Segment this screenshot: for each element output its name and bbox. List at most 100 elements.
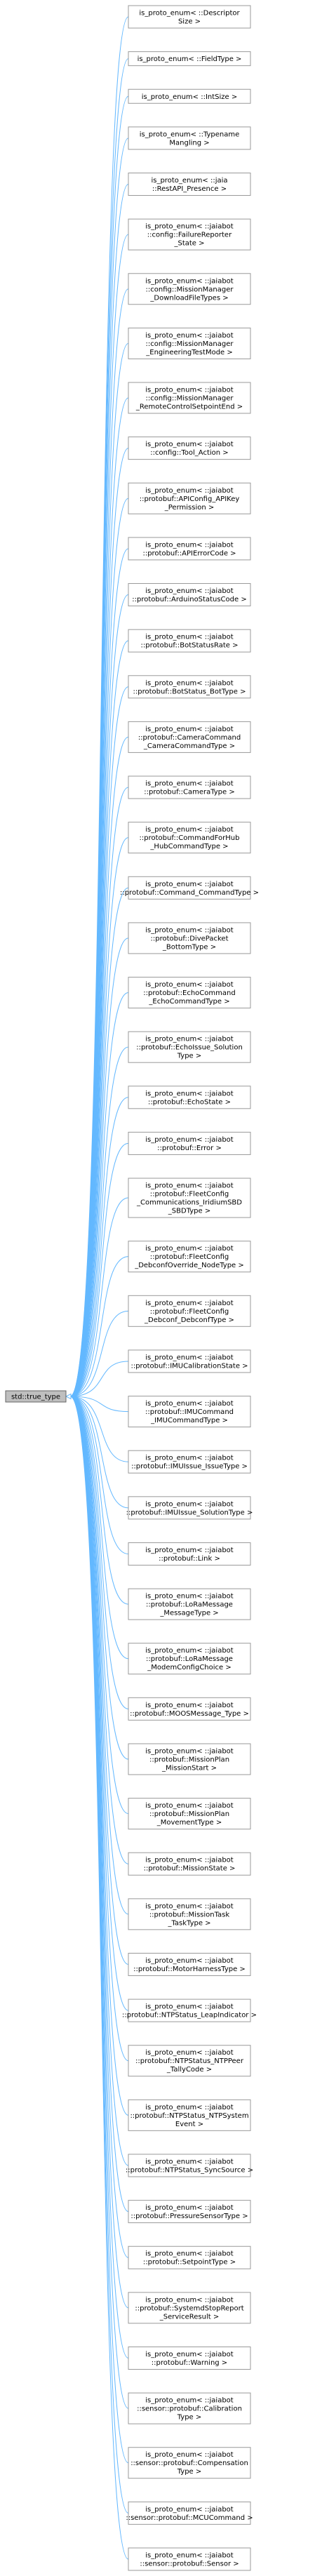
derived-class-node[interactable]: is_proto_enum< ::jaiabot::protobuf::Miss… xyxy=(128,1852,251,1876)
derived-class-node[interactable]: is_proto_enum< ::IntSize > xyxy=(128,88,251,104)
derived-class-node[interactable]: is_proto_enum< ::jaiabot::protobuf::Miss… xyxy=(128,1798,251,1830)
derived-class-node[interactable]: is_proto_enum< ::jaiabot::sensor::protob… xyxy=(126,2501,253,2525)
derived-class-node[interactable]: is_proto_enum< ::jaiabot::config::Tool_A… xyxy=(128,436,251,460)
derived-class-node[interactable]: is_proto_enum< ::jaiabot::config::Missio… xyxy=(128,273,251,305)
derived-class-node[interactable]: is_proto_enum< ::jaiabot::protobuf::BotS… xyxy=(128,629,251,653)
derived-class-node[interactable]: is_proto_enum< ::jaiabot::protobuf::IMUC… xyxy=(128,1396,251,1428)
derived-class-node[interactable]: is_proto_enum< ::jaiabot::protobuf::Flee… xyxy=(128,1241,251,1273)
derived-class-node[interactable]: is_proto_enum< ::jaiabot::protobuf::Echo… xyxy=(128,977,251,1009)
derived-class-box[interactable] xyxy=(128,1349,251,1373)
base-class-node[interactable]: std::true_type xyxy=(5,1390,67,1403)
derived-class-box[interactable] xyxy=(128,1588,251,1620)
derived-class-box[interactable] xyxy=(128,1697,251,1721)
derived-class-box[interactable] xyxy=(128,2045,251,2077)
derived-class-node[interactable]: is_proto_enum< ::jaiabot::protobuf::BotS… xyxy=(128,675,251,699)
derived-class-box[interactable] xyxy=(128,721,251,753)
derived-class-node[interactable]: is_proto_enum< ::jaiabot::protobuf::Echo… xyxy=(128,1086,251,1109)
derived-class-node[interactable]: is_proto_enum< ::jaiabot::protobuf::Moto… xyxy=(128,1952,251,1976)
derived-class-box[interactable] xyxy=(128,88,251,104)
derived-class-box[interactable] xyxy=(128,173,251,196)
derived-class-box[interactable] xyxy=(128,482,251,514)
derived-class-box[interactable] xyxy=(128,1031,251,1063)
derived-class-box[interactable] xyxy=(128,1898,251,1930)
derived-class-box[interactable] xyxy=(128,2392,251,2424)
derived-class-node[interactable]: is_proto_enum< ::jaiabot::protobuf::LoRa… xyxy=(128,1588,251,1620)
derived-class-node[interactable]: is_proto_enum< ::jaiabot::config::Missio… xyxy=(128,382,251,414)
derived-class-box[interactable] xyxy=(128,1086,251,1109)
derived-class-node[interactable]: is_proto_enum< ::jaiabot::protobuf::APIE… xyxy=(128,537,251,561)
derived-class-box[interactable] xyxy=(128,2501,251,2525)
derived-class-box[interactable] xyxy=(128,1131,251,1155)
derived-class-node[interactable]: is_proto_enum< ::jaiabot::protobuf::LoRa… xyxy=(128,1643,251,1675)
derived-class-box[interactable] xyxy=(128,629,251,653)
derived-class-box[interactable] xyxy=(128,2200,251,2224)
derived-class-node[interactable]: is_proto_enum< ::jaiabot::protobuf::Echo… xyxy=(128,1031,251,1063)
derived-class-box[interactable] xyxy=(128,977,251,1009)
derived-class-node[interactable]: is_proto_enum< ::jaiabot::protobuf::Setp… xyxy=(128,2245,251,2269)
derived-class-box[interactable] xyxy=(128,1743,251,1775)
derived-class-node[interactable]: is_proto_enum< ::jaiabot::protobuf::NTPS… xyxy=(122,1998,257,2022)
derived-class-box[interactable] xyxy=(128,1295,251,1327)
derived-class-node[interactable]: is_proto_enum< ::jaiabot::protobuf::APIC… xyxy=(128,482,251,514)
derived-class-node[interactable]: is_proto_enum< ::jaiabot::protobuf::Came… xyxy=(128,721,251,753)
derived-class-box[interactable] xyxy=(128,2346,251,2370)
derived-class-node[interactable]: is_proto_enum< ::jaiabot::protobuf::Miss… xyxy=(128,1743,251,1775)
derived-class-box[interactable] xyxy=(128,1241,251,1273)
derived-class-box[interactable] xyxy=(128,1952,251,1976)
derived-class-box[interactable] xyxy=(128,5,251,29)
derived-class-node[interactable]: is_proto_enum< ::jaiabot::protobuf::IMUI… xyxy=(126,1496,253,1520)
derived-class-box[interactable] xyxy=(128,1396,251,1428)
derived-class-box[interactable] xyxy=(128,1852,251,1876)
derived-class-box[interactable] xyxy=(128,1450,251,1474)
derived-class-node[interactable]: is_proto_enum< ::jaiabot::sensor::protob… xyxy=(128,2392,251,2424)
derived-class-box[interactable] xyxy=(128,382,251,414)
derived-class-box[interactable] xyxy=(128,1542,251,1566)
derived-class-node[interactable]: is_proto_enum< ::jaiabot::protobuf::Miss… xyxy=(128,1898,251,1930)
derived-class-box[interactable] xyxy=(128,51,251,67)
derived-class-box[interactable] xyxy=(128,922,251,954)
derived-class-box[interactable] xyxy=(128,2099,251,2131)
derived-class-node[interactable]: is_proto_enum< ::jaiabot::protobuf::Warn… xyxy=(128,2346,251,2370)
derived-class-node[interactable]: is_proto_enum< ::jaiabot::protobuf::Flee… xyxy=(128,1177,251,1218)
derived-class-box[interactable] xyxy=(128,1177,251,1218)
derived-class-node[interactable]: is_proto_enum< ::jaiabot::protobuf::IMUC… xyxy=(128,1349,251,1373)
derived-class-node[interactable]: is_proto_enum< ::jaiabot::sensor::protob… xyxy=(128,2447,251,2479)
base-class-box[interactable] xyxy=(5,1390,67,1403)
derived-class-node[interactable]: is_proto_enum< ::jaiabot::protobuf::IMUI… xyxy=(128,1450,251,1474)
derived-class-node[interactable]: is_proto_enum< ::jaiabot::protobuf::Syst… xyxy=(128,2292,251,2324)
derived-class-box[interactable] xyxy=(128,876,251,900)
derived-class-node[interactable]: is_proto_enum< ::jaiabot::config::Failur… xyxy=(128,218,251,251)
derived-class-node[interactable]: is_proto_enum< ::jaiabot::protobuf::NTPS… xyxy=(128,2099,251,2131)
derived-class-node[interactable]: is_proto_enum< ::jaiabot::protobuf::Ardu… xyxy=(128,583,251,607)
derived-class-box[interactable] xyxy=(128,1643,251,1675)
derived-class-box[interactable] xyxy=(128,822,251,854)
derived-class-node[interactable]: is_proto_enum< ::jaiabot::protobuf::Link… xyxy=(128,1542,251,1566)
derived-class-box[interactable] xyxy=(128,436,251,460)
derived-class-box[interactable] xyxy=(128,2292,251,2324)
derived-class-box[interactable] xyxy=(128,1998,251,2022)
derived-class-node[interactable]: is_proto_enum< ::jaiabot::protobuf::Dive… xyxy=(128,922,251,954)
derived-class-node[interactable]: is_proto_enum< ::FieldType > xyxy=(128,51,251,67)
derived-class-box[interactable] xyxy=(128,1496,251,1520)
derived-class-box[interactable] xyxy=(128,537,251,561)
derived-class-box[interactable] xyxy=(128,775,251,799)
derived-class-box[interactable] xyxy=(128,2547,251,2571)
derived-class-box[interactable] xyxy=(128,273,251,305)
derived-class-node[interactable]: is_proto_enum< ::jaiabot::protobuf::Pres… xyxy=(128,2200,251,2224)
derived-class-box[interactable] xyxy=(128,2154,251,2177)
derived-class-box[interactable] xyxy=(128,327,251,359)
derived-class-node[interactable]: is_proto_enum< ::jaiabot::protobuf::MOOS… xyxy=(128,1697,251,1721)
derived-class-box[interactable] xyxy=(128,218,251,251)
derived-class-node[interactable]: is_proto_enum< ::jaiabot::config::Missio… xyxy=(128,327,251,359)
derived-class-node[interactable]: is_proto_enum< ::jaiabot::protobuf::Came… xyxy=(128,775,251,799)
derived-class-box[interactable] xyxy=(128,675,251,699)
derived-class-box[interactable] xyxy=(128,1798,251,1830)
derived-class-node[interactable]: is_proto_enum< ::jaiabot::protobuf::Comm… xyxy=(128,822,251,854)
derived-class-node[interactable]: is_proto_enum< ::jaiabot::protobuf::NTPS… xyxy=(128,2045,251,2077)
derived-class-node[interactable]: is_proto_enum< ::jaia::RestAPI_Presence … xyxy=(128,173,251,196)
derived-class-node[interactable]: is_proto_enum< ::jaiabot::protobuf::NTPS… xyxy=(126,2154,253,2177)
derived-class-box[interactable] xyxy=(128,126,251,150)
derived-class-node[interactable]: is_proto_enum< ::jaiabot::sensor::protob… xyxy=(128,2547,251,2571)
